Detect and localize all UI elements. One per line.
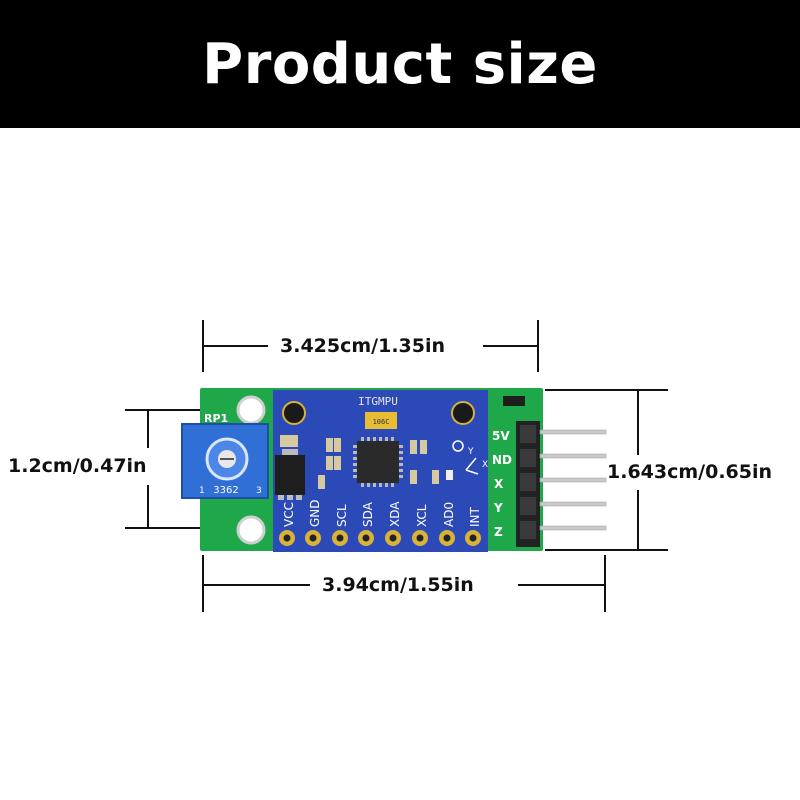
pin-label-xda: XDA <box>388 501 402 527</box>
page-title: Product size <box>202 31 598 97</box>
module-hole-right <box>451 401 475 425</box>
pin-label-scl: SCL <box>335 504 349 527</box>
module-hole-left <box>282 401 306 425</box>
pin-label-xcl: XCL <box>415 504 429 527</box>
dimension-bottom-width: 3.94cm/1.55in <box>322 574 474 596</box>
tantalum-capacitor <box>365 412 397 429</box>
pin-label-vcc: VCC <box>282 502 296 527</box>
axis-label-x: X <box>482 460 488 470</box>
pot-pin-1: 1 <box>199 486 205 496</box>
axis-label-y: Y <box>467 447 474 457</box>
pin-label-sda: SDA <box>361 501 375 527</box>
pin-labels: VCC GND SCL SDA XDA XCL AD0 INT <box>282 499 482 527</box>
pin-label-ad0: AD0 <box>442 502 456 527</box>
dimension-left-height: 1.2cm/0.47in <box>8 455 147 477</box>
header-banner: Product size <box>0 0 800 128</box>
pin-label-gnd: GND <box>308 499 322 527</box>
voltage-regulator <box>275 455 305 495</box>
right-pin-5v: 5V <box>492 429 510 443</box>
pot-code: 3362 <box>213 485 238 496</box>
right-pin-x: X <box>494 477 504 491</box>
right-pin-y: Y <box>493 501 503 515</box>
right-pin-labels: 5V ND X Y Z <box>492 429 512 539</box>
header-pins <box>520 425 607 539</box>
smd-components <box>280 435 453 489</box>
capacitor-code: 106C <box>373 418 390 426</box>
pin-label-int: INT <box>468 506 482 527</box>
pot-pin-3: 3 <box>256 486 262 496</box>
smd-diode <box>503 396 525 406</box>
right-pin-z: Z <box>494 525 503 539</box>
dimension-right-height: 1.643cm/0.65in <box>607 461 773 483</box>
right-pin-nd: ND <box>492 453 512 467</box>
chip-label: ITGMPU <box>358 395 398 408</box>
dimension-lines <box>125 320 668 612</box>
dimension-top-width: 3.425cm/1.35in <box>280 335 446 357</box>
header-pads <box>279 530 481 546</box>
mounting-hole-bottom <box>236 515 266 545</box>
pot-label: RP1 <box>204 412 228 425</box>
mounting-hole-top <box>236 395 266 425</box>
mpu-chip <box>357 441 399 483</box>
axis-arrows-icon <box>452 440 479 475</box>
